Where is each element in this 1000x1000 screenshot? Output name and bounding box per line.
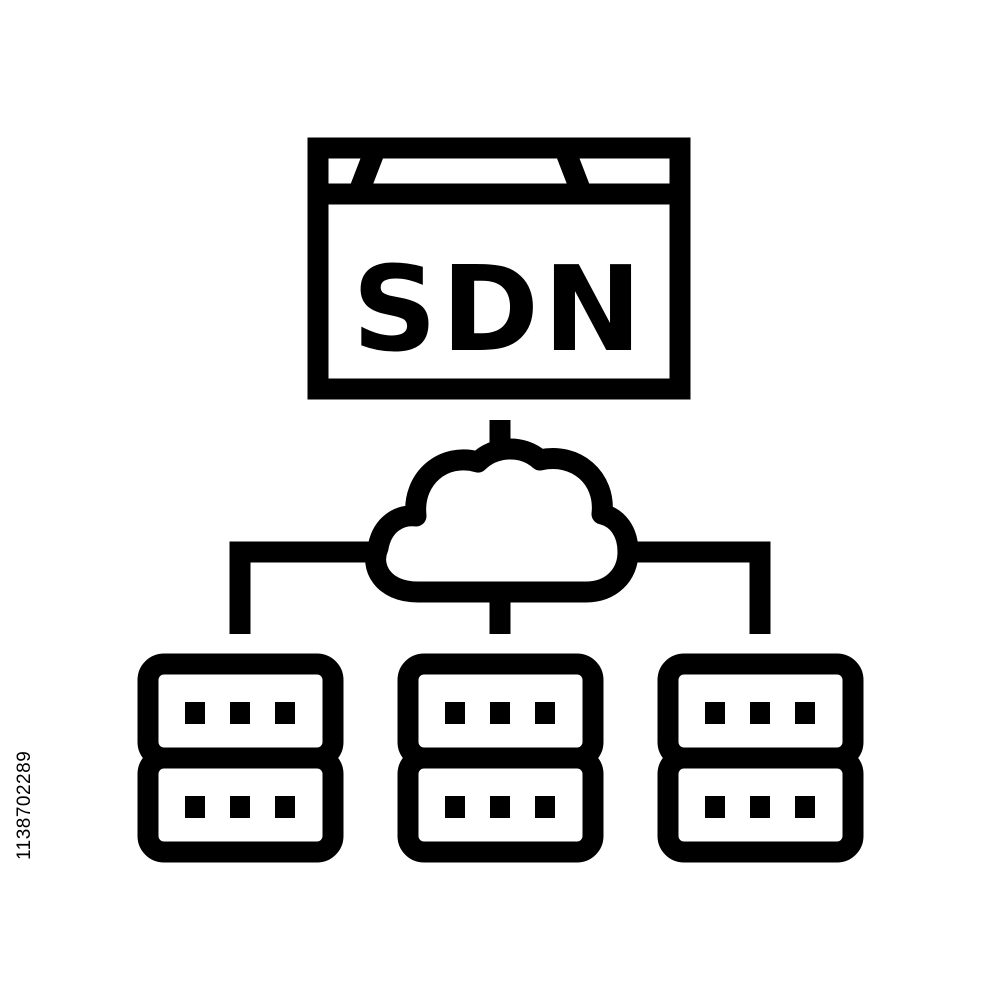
server-middle [397, 653, 604, 863]
server-left [137, 653, 344, 863]
server-unit-bottom [657, 747, 864, 863]
cloud-icon [365, 438, 639, 603]
server-unit-bottom [397, 747, 604, 863]
stock-id-label: 1138702289 [14, 751, 35, 860]
sdn-controller-window: SDN [307, 137, 691, 400]
server-unit-bottom [137, 747, 344, 863]
window-title-dots [410, 184, 522, 200]
window-frame [307, 137, 691, 400]
server-right [657, 653, 864, 863]
sdn-label: SDN [352, 240, 646, 378]
window-tab-bar [318, 146, 683, 205]
cloud-to-servers-links [229, 541, 771, 634]
